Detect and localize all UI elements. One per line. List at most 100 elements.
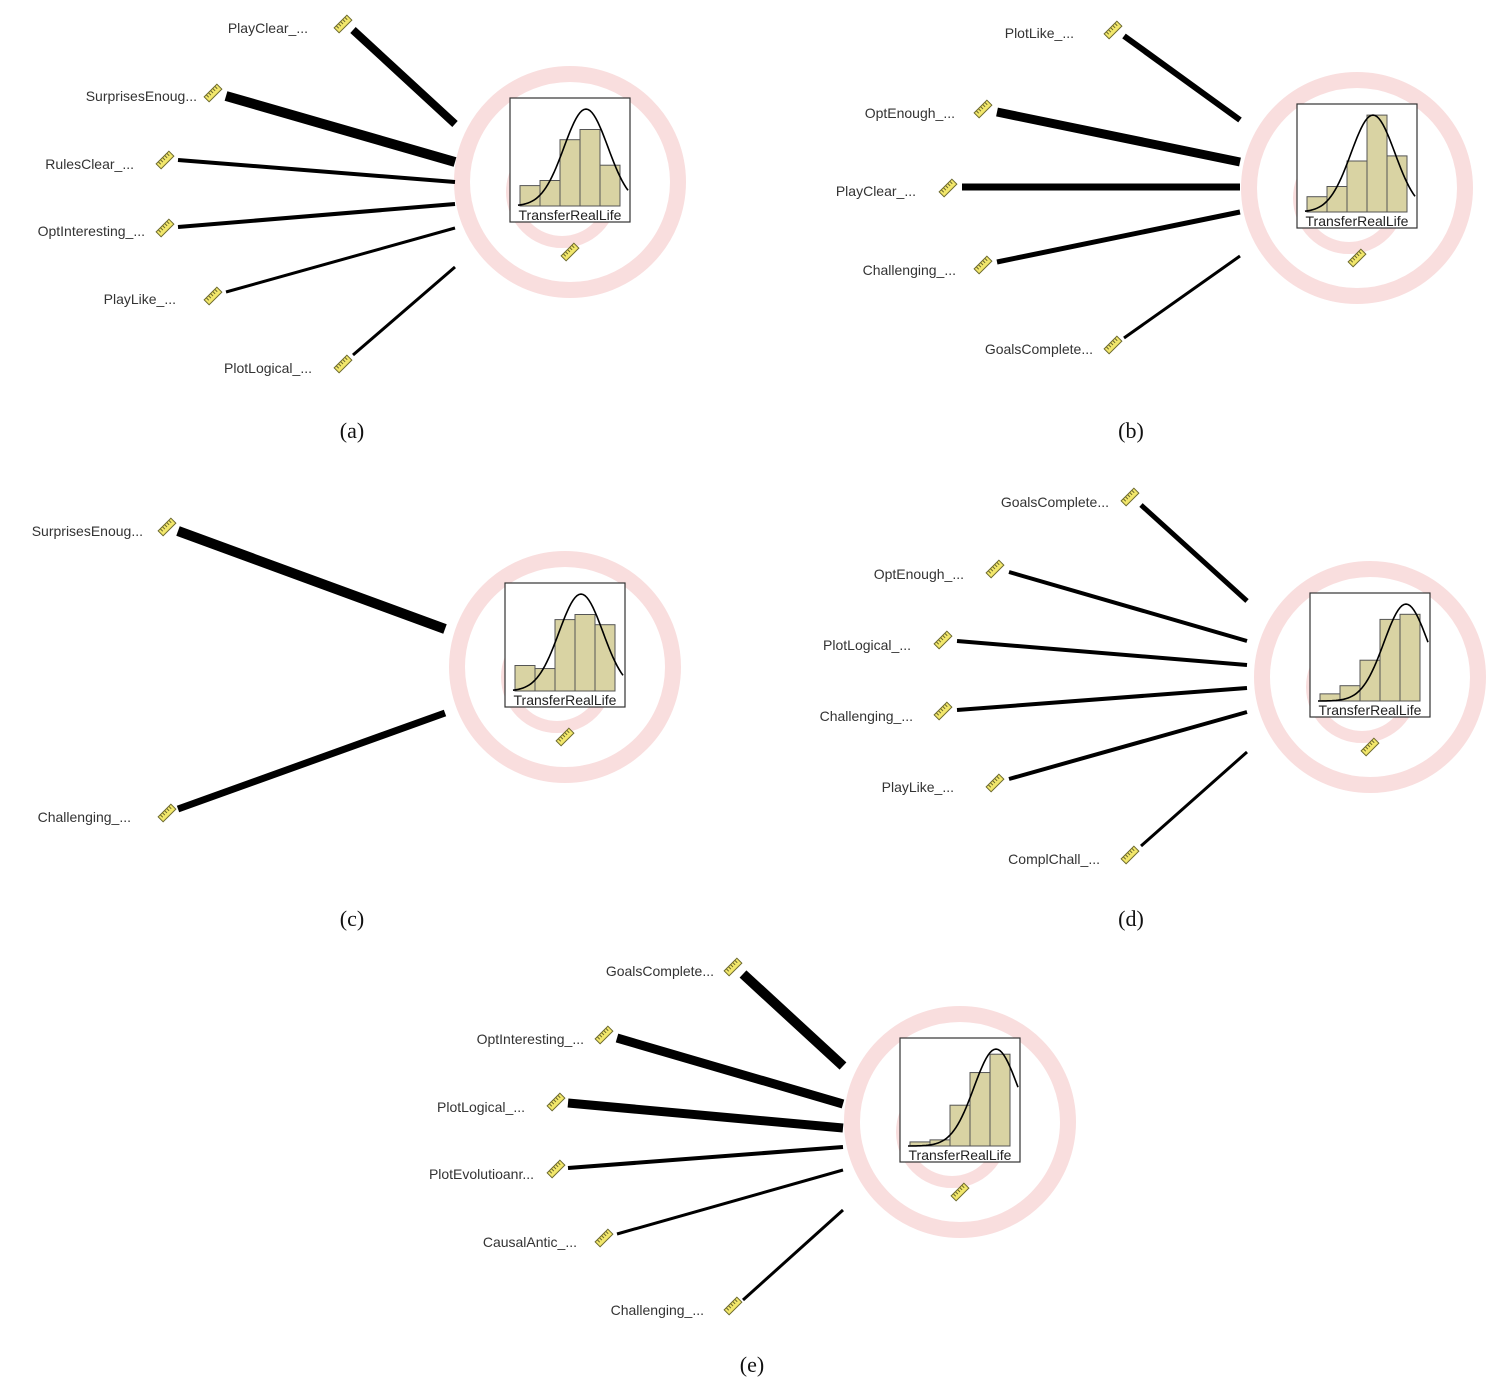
ruler-icon [1120, 487, 1140, 507]
ruler-tick [560, 736, 564, 740]
ruler-tick [1129, 850, 1133, 854]
ruler-icon [203, 286, 223, 306]
ruler-tick [996, 561, 1000, 566]
ruler-tick [980, 262, 984, 266]
ruler-icon [546, 1159, 566, 1179]
ruler-tick [952, 1193, 957, 1197]
predictor-edge [1139, 503, 1249, 603]
predictor-label: PlotLogical_... [224, 360, 312, 376]
ruler-tick [596, 1036, 601, 1040]
ruler-icon [157, 517, 177, 537]
ruler-tick [990, 568, 994, 572]
ruler-tick [980, 106, 984, 110]
ruler-tick [944, 703, 948, 708]
ruler-tick [335, 365, 340, 369]
ruler-icon [157, 803, 177, 823]
ruler-tick [987, 570, 992, 574]
predictor-edge [176, 709, 447, 813]
predictor-edge [224, 91, 457, 167]
ruler-tick [1122, 856, 1127, 860]
predictor-label: PlotLogical_... [823, 637, 911, 653]
ruler-tick [1110, 342, 1114, 346]
ruler-tick [1131, 489, 1135, 494]
ruler-tick [605, 1027, 609, 1032]
histogram-bar [599, 164, 621, 207]
target-halo-outer [844, 1006, 1076, 1238]
ruler-tick [164, 155, 168, 159]
ruler-tick [566, 729, 570, 734]
histogram-bar [1379, 618, 1401, 702]
target-halo-outer [1241, 72, 1473, 304]
ruler-tick [942, 635, 946, 639]
ruler-tick [555, 1164, 559, 1168]
ruler-tick [730, 964, 734, 968]
normal-curve [1318, 603, 1429, 702]
ruler-tick [994, 564, 998, 568]
predictor-edge [996, 107, 1241, 167]
ruler-icon [546, 1092, 566, 1112]
ruler-tick [553, 1166, 557, 1170]
histogram-bar [949, 1104, 971, 1147]
ruler-tick [212, 88, 216, 92]
target-halo-outer [1254, 561, 1486, 793]
ruler-tick [157, 161, 162, 165]
predictor-edge [741, 1208, 845, 1302]
ruler-icon [155, 218, 175, 238]
ruler-body [985, 773, 1005, 793]
panel: SurprisesEnoug...Challenging_...Transfer… [32, 517, 681, 931]
ruler-tick [990, 782, 994, 786]
ruler-tick [599, 1237, 603, 1241]
ruler-tick [984, 101, 988, 106]
ruler-tick [569, 247, 573, 251]
ruler-tick [938, 639, 942, 643]
ruler-tick [162, 812, 166, 816]
ruler-tick [961, 1184, 965, 1189]
predictor-edge [567, 1145, 844, 1170]
histogram-bar [989, 1053, 1011, 1147]
predictor-label: Challenging_... [38, 809, 131, 825]
predictor-edge [1008, 710, 1248, 781]
ruler-tick [1354, 255, 1358, 259]
ruler-tick [205, 297, 210, 301]
panel-caption: (e) [740, 1352, 764, 1377]
ruler-tick [557, 1094, 561, 1099]
ruler-tick [940, 189, 945, 193]
ruler-tick [955, 1191, 959, 1195]
ruler-tick [557, 738, 562, 742]
ruler-icon [938, 178, 958, 198]
histogram-bar [1386, 155, 1408, 213]
ruler-tick [728, 966, 732, 970]
ruler-tick [975, 110, 980, 114]
ruler-tick [1110, 27, 1114, 31]
ruler-tick [601, 1235, 605, 1239]
panel: PlotLike_...OptEnough_...PlayClear_...Ch… [836, 20, 1473, 443]
target-label: TransferRealLife [519, 207, 622, 223]
ruler-icon [333, 354, 353, 374]
ruler-tick [555, 1097, 559, 1101]
ruler-tick [938, 710, 942, 714]
target-label: TransferRealLife [1306, 213, 1409, 229]
ruler-tick [166, 808, 170, 812]
ruler-tick [214, 288, 218, 293]
normal-curve [512, 593, 624, 691]
ruler-icon [594, 1025, 614, 1045]
predictor-label: RulesClear_... [45, 156, 134, 172]
ruler-body [1120, 845, 1140, 865]
ruler-tick [957, 1189, 961, 1193]
ruler-icon [155, 150, 175, 170]
predictor-label: ComplChall_... [1008, 851, 1100, 867]
ruler-tick [335, 25, 340, 29]
ruler-tick [734, 1298, 738, 1303]
ruler-tick [1365, 746, 1369, 750]
histogram-bar [969, 1072, 991, 1147]
predictor-label: CausalAntic_... [483, 1234, 577, 1250]
ruler-tick [601, 1032, 605, 1036]
ruler-tick [340, 361, 344, 365]
ruler-icon [560, 242, 580, 262]
predictor-label: PlayLike_... [104, 291, 176, 307]
panel: GoalsComplete...OptInteresting_...PlotLo… [429, 957, 1076, 1377]
ruler-tick [1108, 29, 1112, 33]
ruler-tick [157, 229, 162, 233]
ruler-tick [342, 359, 346, 363]
predictor-edge [1123, 254, 1241, 340]
